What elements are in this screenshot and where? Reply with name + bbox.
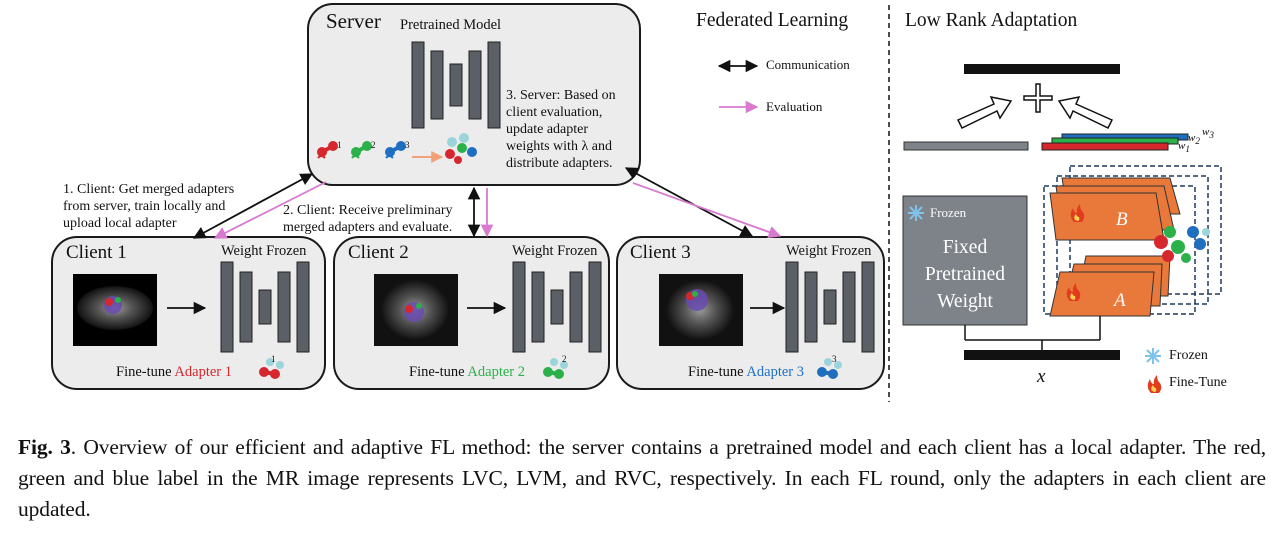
client-1-finetune-label: Fine-tune Adapter 1 xyxy=(116,364,232,381)
client-3-adapter-name: Adapter 3 xyxy=(746,364,804,380)
legend-fire-icon xyxy=(1147,375,1162,393)
client-2-finetune-label: Fine-tune Adapter 2 xyxy=(409,364,525,381)
comm-arrow-client1 xyxy=(192,173,314,239)
client-1-title: Client 1 xyxy=(66,242,127,263)
step-1-line: from server, train locally and xyxy=(63,199,226,214)
client-3-mri-image xyxy=(659,274,743,346)
eval-arrow-client3 xyxy=(632,182,782,239)
lora-fixed-line: Fixed xyxy=(942,237,988,258)
server-note-line: client evaluation, xyxy=(506,105,603,120)
client-3-finetune-text: Fine-tune xyxy=(688,364,744,380)
step-2-line: merged adapters and evaluate. xyxy=(283,220,453,235)
client-1-layers xyxy=(220,261,310,353)
legend-frozen-label: Frozen xyxy=(1169,348,1208,363)
caption-label: Fig. 3 xyxy=(18,435,71,459)
figure-diagram xyxy=(73,5,1222,402)
lora-adapter-cluster-icon xyxy=(1154,226,1210,263)
step-1-line: upload local adapter xyxy=(63,216,177,231)
lora-fixed-line: Pretrained xyxy=(924,264,1006,285)
client-1-adapter-name: Adapter 1 xyxy=(174,364,232,380)
lora-fixed-weight-box xyxy=(902,195,1028,326)
figure-caption: Fig. 3. Overview of our efficient and ad… xyxy=(18,432,1266,525)
client-3-title: Client 3 xyxy=(630,242,691,263)
server-model-layers xyxy=(411,41,501,129)
server-adapter-number-1: 1 xyxy=(337,140,342,150)
server-note: 3. Server: Based on client evaluation, u… xyxy=(506,87,616,172)
eval-arrow-client1 xyxy=(213,181,327,239)
server-note-line: 3. Server: Based on xyxy=(506,88,616,103)
client-3-adapter-icon xyxy=(817,358,842,379)
step-2-line: 2. Client: Receive preliminary xyxy=(283,203,453,218)
step-1-text: 1. Client: Get merged adapters from serv… xyxy=(63,181,234,232)
lora-title: Low Rank Adaptation xyxy=(905,10,1078,31)
lora-matrix-b xyxy=(1049,177,1181,241)
legend-snowflake-icon xyxy=(1145,348,1161,364)
lora-input-label: x xyxy=(1037,366,1046,387)
lora-frozen-output-bar xyxy=(903,141,1029,151)
lora-w2-label: w2 xyxy=(1188,132,1200,147)
legend-finetune-label: Fine-Tune xyxy=(1169,375,1227,390)
client-2-weight-label: Weight Frozen xyxy=(512,243,598,259)
lora-left-up-arrow xyxy=(956,95,1013,129)
lora-matrix-b-label: B xyxy=(1116,209,1128,230)
lora-frozen-tag: Frozen xyxy=(930,205,967,220)
client-2-layers xyxy=(512,261,602,353)
lora-w1-label: w1 xyxy=(1178,140,1190,155)
server-note-line: distribute adapters. xyxy=(506,156,613,171)
lora-adapter-output-bars xyxy=(1041,133,1189,151)
lora-input-bar xyxy=(964,350,1120,360)
lora-matrix-a-label: A xyxy=(1114,290,1126,311)
step-2-text: 2. Client: Receive preliminary merged ad… xyxy=(283,202,453,236)
client-2-finetune-text: Fine-tune xyxy=(409,364,465,380)
lora-output-bar xyxy=(964,64,1120,74)
client-1-weight-label: Weight Frozen xyxy=(221,243,307,259)
lora-w3-label: w3 xyxy=(1202,126,1214,141)
client-3-badge: 3 xyxy=(832,354,837,364)
server-title: Server xyxy=(326,9,381,33)
client-3-layers xyxy=(785,261,875,353)
client-2-badge: 2 xyxy=(562,354,567,364)
lora-input-connectors xyxy=(964,316,1101,350)
lora-fixed-weight-label: Fixed Pretrained Weight xyxy=(903,234,1027,315)
lora-fire-icon-a xyxy=(1066,283,1081,301)
lora-snowflake-icon xyxy=(908,205,924,221)
server-note-line: update adapter xyxy=(506,122,589,137)
legend-communication-label: Communication xyxy=(766,57,850,72)
client-2-title: Client 2 xyxy=(348,242,409,263)
lora-fire-icon-b xyxy=(1070,204,1085,222)
lora-plus-icon xyxy=(1023,83,1053,113)
client-2-adapter-icon xyxy=(543,358,568,379)
server-adapter-number-3: 3 xyxy=(405,140,410,150)
client-1-finetune-text: Fine-tune xyxy=(116,364,172,380)
client-3-weight-label: Weight Frozen xyxy=(786,243,872,259)
client-1-adapter-icon xyxy=(259,358,284,379)
client-2-adapter-name: Adapter 2 xyxy=(467,364,525,380)
client-2-mri-image xyxy=(374,274,458,346)
server-adapter-number-2: 2 xyxy=(371,140,376,150)
server-model-label: Pretrained Model xyxy=(400,17,502,33)
lora-matrix-a xyxy=(1049,255,1171,317)
client-3-finetune-label: Fine-tune Adapter 3 xyxy=(688,364,804,381)
lora-fixed-line: Weight xyxy=(937,291,993,312)
legend-evaluation-label: Evaluation xyxy=(766,99,823,114)
step-1-line: 1. Client: Get merged adapters xyxy=(63,182,235,197)
server-adapter-icons xyxy=(317,133,477,164)
client-1-badge: 1 xyxy=(271,354,276,364)
legend-title: Federated Learning xyxy=(696,10,849,31)
comm-arrow-client3 xyxy=(624,167,754,237)
server-note-line: weights with λ and xyxy=(506,139,612,154)
client-1-mri-image xyxy=(73,274,157,346)
caption-text: . Overview of our efficient and adaptive… xyxy=(18,435,1266,521)
lora-right-up-arrow xyxy=(1057,95,1114,129)
